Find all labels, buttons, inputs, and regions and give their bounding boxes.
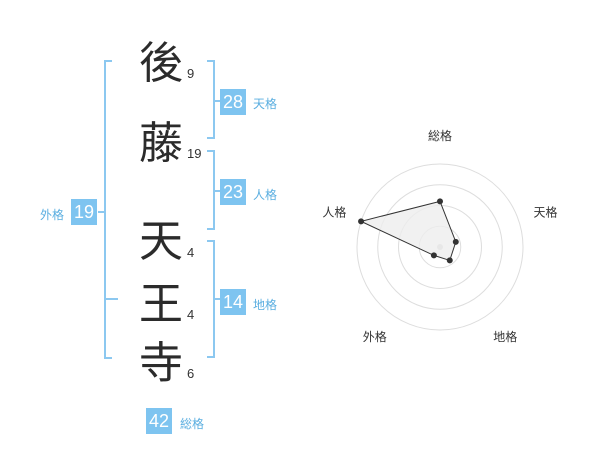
stroke-count-4: 4 [187,307,195,322]
radar-axis-label-4: 人格 [322,205,346,220]
jinkaku-tick [213,190,221,192]
stroke-count-5: 6 [187,366,195,381]
soukaku-label: 総格 [180,417,205,431]
radar-point-4 [358,218,365,225]
radar-point-2 [446,257,453,264]
radar-axis-label-0: 総格 [428,128,452,143]
radar-point-3 [430,252,437,259]
chikaku-tick [213,298,221,300]
chikaku-label: 地格 [253,298,278,312]
radar-series-polygon [359,200,457,262]
radar-ring-4 [356,163,524,331]
gaikaku-label: 外格 [40,208,65,222]
tenkaku-badge: 28 [220,89,247,115]
name-char-3: 天 [139,216,183,267]
radar-ring-3 [377,184,503,310]
name-char-1: 後 [139,38,183,89]
tenkaku-bracket [207,60,215,139]
jinkaku-label: 人格 [253,188,278,202]
stroke-count-1: 9 [187,66,195,81]
soukaku-badge: 42 [146,408,173,434]
stroke-count-2: 19 [187,146,202,161]
chikaku-badge: 14 [220,289,247,315]
radar-point-0 [437,198,443,205]
radar-axis-label-2: 地格 [493,329,517,344]
radar-axis-label-3: 外格 [363,329,387,344]
radar-axis-label-1: 天格 [534,205,558,220]
name-char-4: 王 [139,279,183,330]
jinkaku-badge: 23 [220,179,247,205]
radar-point-1 [452,238,459,245]
tenkaku-label: 天格 [253,97,278,111]
gaikaku-tick [98,211,106,213]
gaikaku-bracket [104,60,112,359]
stroke-count-3: 4 [187,245,195,260]
gaikaku-split-tick [104,298,118,300]
name-char-2: 藤 [139,118,183,169]
gaikaku-badge: 19 [71,199,98,225]
tenkaku-tick [213,100,221,102]
name-char-5: 寺 [139,338,183,389]
